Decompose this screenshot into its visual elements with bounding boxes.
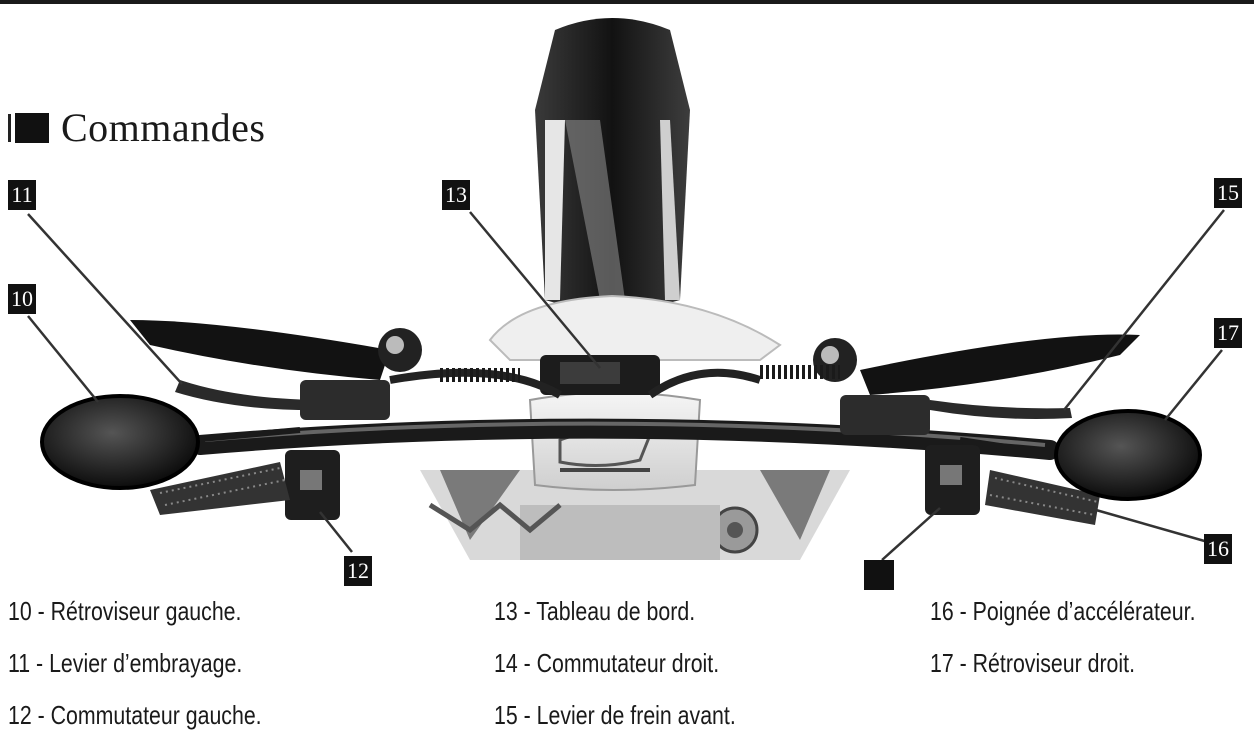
leader-13 (469, 211, 601, 369)
legend-item: 15 - Levier de frein avant. (494, 700, 736, 730)
brake-lever (930, 400, 1072, 419)
callout-16: 16 (1204, 534, 1232, 564)
right-handguard (860, 334, 1140, 395)
legend-item: 11 - Levier d’embrayage. (8, 648, 243, 678)
legend-item: 14 - Commutateur droit. (494, 648, 720, 678)
tank-block (528, 391, 702, 491)
legend-item: 12 - Commutateur gauche. (8, 700, 262, 730)
callout-12: 12 (344, 556, 372, 586)
leader-15 (1063, 209, 1225, 411)
legend-item: 17 - Rétroviseur droit. (930, 648, 1135, 678)
legend-item: 10 - Rétroviseur gauche. (8, 596, 242, 626)
leader-17 (1164, 349, 1223, 421)
leader-14 (881, 507, 941, 561)
leader-11 (27, 213, 183, 385)
heading-bar (8, 113, 11, 142)
right-mirror (1054, 409, 1202, 501)
heading-title: Commandes (61, 105, 266, 150)
black-square-icon (15, 112, 49, 143)
handlebar-tube (190, 418, 1060, 460)
left-mirror (40, 394, 200, 490)
throttle-grip (985, 470, 1100, 525)
left-handguard (130, 320, 390, 380)
clutch-lever (175, 380, 330, 411)
callout-13: 13 (442, 180, 470, 210)
legend-item: 13 - Tableau de bord. (494, 596, 696, 626)
leader-10 (27, 315, 99, 403)
callout-15: 15 (1214, 178, 1242, 208)
callout-11: 11 (8, 180, 36, 210)
top-rule (0, 0, 1254, 4)
left-grip (150, 462, 290, 515)
leader-12 (319, 511, 353, 553)
leader-16 (1095, 508, 1209, 544)
callout-10: 10 (8, 284, 36, 314)
callout-14 (864, 560, 894, 590)
callout-17: 17 (1214, 318, 1242, 348)
legend-item: 16 - Poignée d’accélérateur. (930, 596, 1196, 626)
front-fairing (535, 18, 690, 310)
section-heading: Commandes (8, 104, 265, 151)
handlebar-photo (27, 18, 1225, 561)
